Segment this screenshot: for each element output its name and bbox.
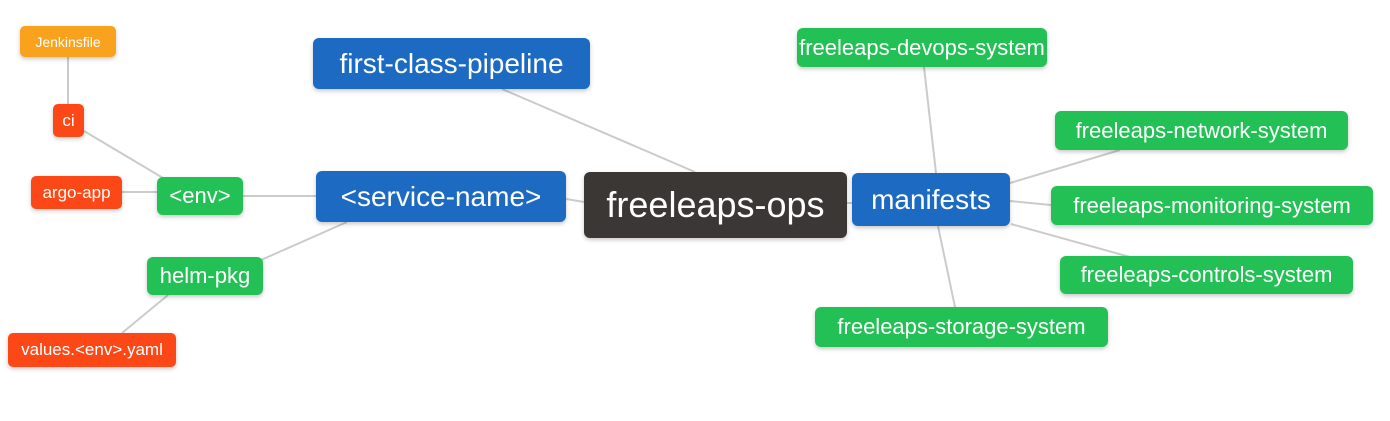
edge-manifests-network bbox=[1009, 149, 1121, 184]
edge-first-class-ops bbox=[501, 88, 696, 173]
node-env[interactable]: <env> bbox=[157, 177, 243, 215]
node-first-class-pipeline[interactable]: first-class-pipeline bbox=[313, 38, 590, 89]
edge-helm-pkg-values-yaml bbox=[121, 294, 169, 334]
node-ci[interactable]: ci bbox=[53, 104, 84, 137]
node-manifests[interactable]: manifests bbox=[852, 173, 1010, 226]
edge-ci-env bbox=[83, 130, 164, 179]
node-jenkinsfile[interactable]: Jenkinsfile bbox=[20, 26, 116, 57]
node-argo-app[interactable]: argo-app bbox=[31, 176, 122, 209]
edge-manifests-storage bbox=[937, 225, 956, 308]
node-freeleaps-storage-system[interactable]: freeleaps-storage-system bbox=[815, 307, 1108, 347]
node-freeleaps-devops-system[interactable]: freeleaps-devops-system bbox=[797, 28, 1047, 67]
node-helm-pkg[interactable]: helm-pkg bbox=[147, 257, 263, 295]
node-service-name[interactable]: <service-name> bbox=[316, 171, 566, 222]
node-freeleaps-ops-root[interactable]: freeleaps-ops bbox=[584, 172, 847, 238]
node-freeleaps-controls-system[interactable]: freeleaps-controls-system bbox=[1060, 256, 1353, 294]
edge-service-name-helm-pkg bbox=[260, 221, 348, 261]
node-freeleaps-monitoring-system[interactable]: freeleaps-monitoring-system bbox=[1051, 186, 1373, 225]
node-freeleaps-network-system[interactable]: freeleaps-network-system bbox=[1055, 111, 1348, 150]
edge-manifests-monitoring bbox=[1009, 200, 1052, 206]
edge-service-name-ops bbox=[565, 198, 585, 203]
node-values-env-yaml[interactable]: values.<env>.yaml bbox=[8, 333, 176, 367]
edge-manifests-controls bbox=[1010, 223, 1131, 258]
edge-manifests-devops bbox=[923, 66, 937, 174]
